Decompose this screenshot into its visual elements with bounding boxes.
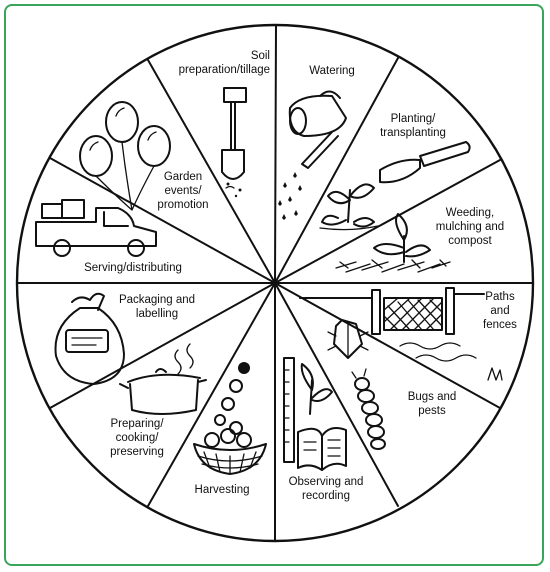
segment-bugs-label-2: pests [418,405,446,417]
segment-events-label-3: promotion [157,199,208,211]
segment-preparing-label-3: preserving [110,446,164,458]
spade-icon [221,87,247,198]
segment-preparing-label-2: cooking/ [116,432,160,444]
segment-observing-label-2: recording [302,490,350,502]
segment-watering-label: Watering [309,65,355,77]
wheel-dividers [17,24,533,542]
segment-serving: Serving/distributing [84,262,182,274]
segment-serving-label: Serving/distributing [84,262,182,274]
segment-observing-label-1: Observing and [289,476,364,488]
segment-preparing: Preparing/ cooking/ preserving [110,418,164,458]
segment-events: Garden events/ promotion [157,171,208,211]
segment-weeding-label-1: Weeding, [446,207,494,219]
segment-weeding-label-3: compost [448,235,492,247]
segment-soil: Soil preparation/tillage [179,50,270,76]
segment-soil-label-1: Soil [251,50,270,62]
segment-bugs-label-1: Bugs and [408,391,457,403]
balloons-icon [79,101,171,211]
segment-weeding: Weeding, mulching and compost [436,207,504,247]
image-frame [4,4,544,566]
segment-packaging-label-2: labelling [136,308,178,320]
basket-icon [193,362,267,475]
segment-events-label-1: Garden [164,171,202,183]
segment-paths-label-1: Paths [485,291,515,303]
segment-harvesting-label: Harvesting [195,484,250,496]
segment-bugs: Bugs and pests [408,391,457,417]
segment-weeding-label-2: mulching and [436,221,504,233]
segment-planting-label-1: Planting/ [391,113,437,125]
segment-paths-label-2: and [490,305,509,317]
trowel-seedling-icon [319,141,471,231]
segment-soil-label-2: preparation/tillage [179,64,270,76]
segment-paths: Paths and fences [483,291,517,331]
segment-planting: Planting/ transplanting [380,113,446,139]
seedling-mulch-icon [335,213,451,273]
segment-events-label-2: events/ [164,185,202,197]
segment-preparing-label-1: Preparing/ [110,418,164,430]
fence-icon [299,287,503,381]
segment-packaging-label-1: Packaging and [119,294,195,306]
segment-watering: Watering [309,65,355,77]
segment-planting-label-2: transplanting [380,127,446,139]
bug-icon [327,319,386,450]
segment-paths-label-3: fences [483,319,517,331]
watering-can-icon [278,90,347,220]
notebook-icon [283,357,347,471]
segment-observing: Observing and recording [289,476,364,502]
bag-icon [54,292,125,385]
segment-packaging: Packaging and labelling [119,294,195,320]
segment-harvesting: Harvesting [195,484,250,496]
truck-icon [35,199,157,257]
cooking-pot-icon [119,343,207,415]
